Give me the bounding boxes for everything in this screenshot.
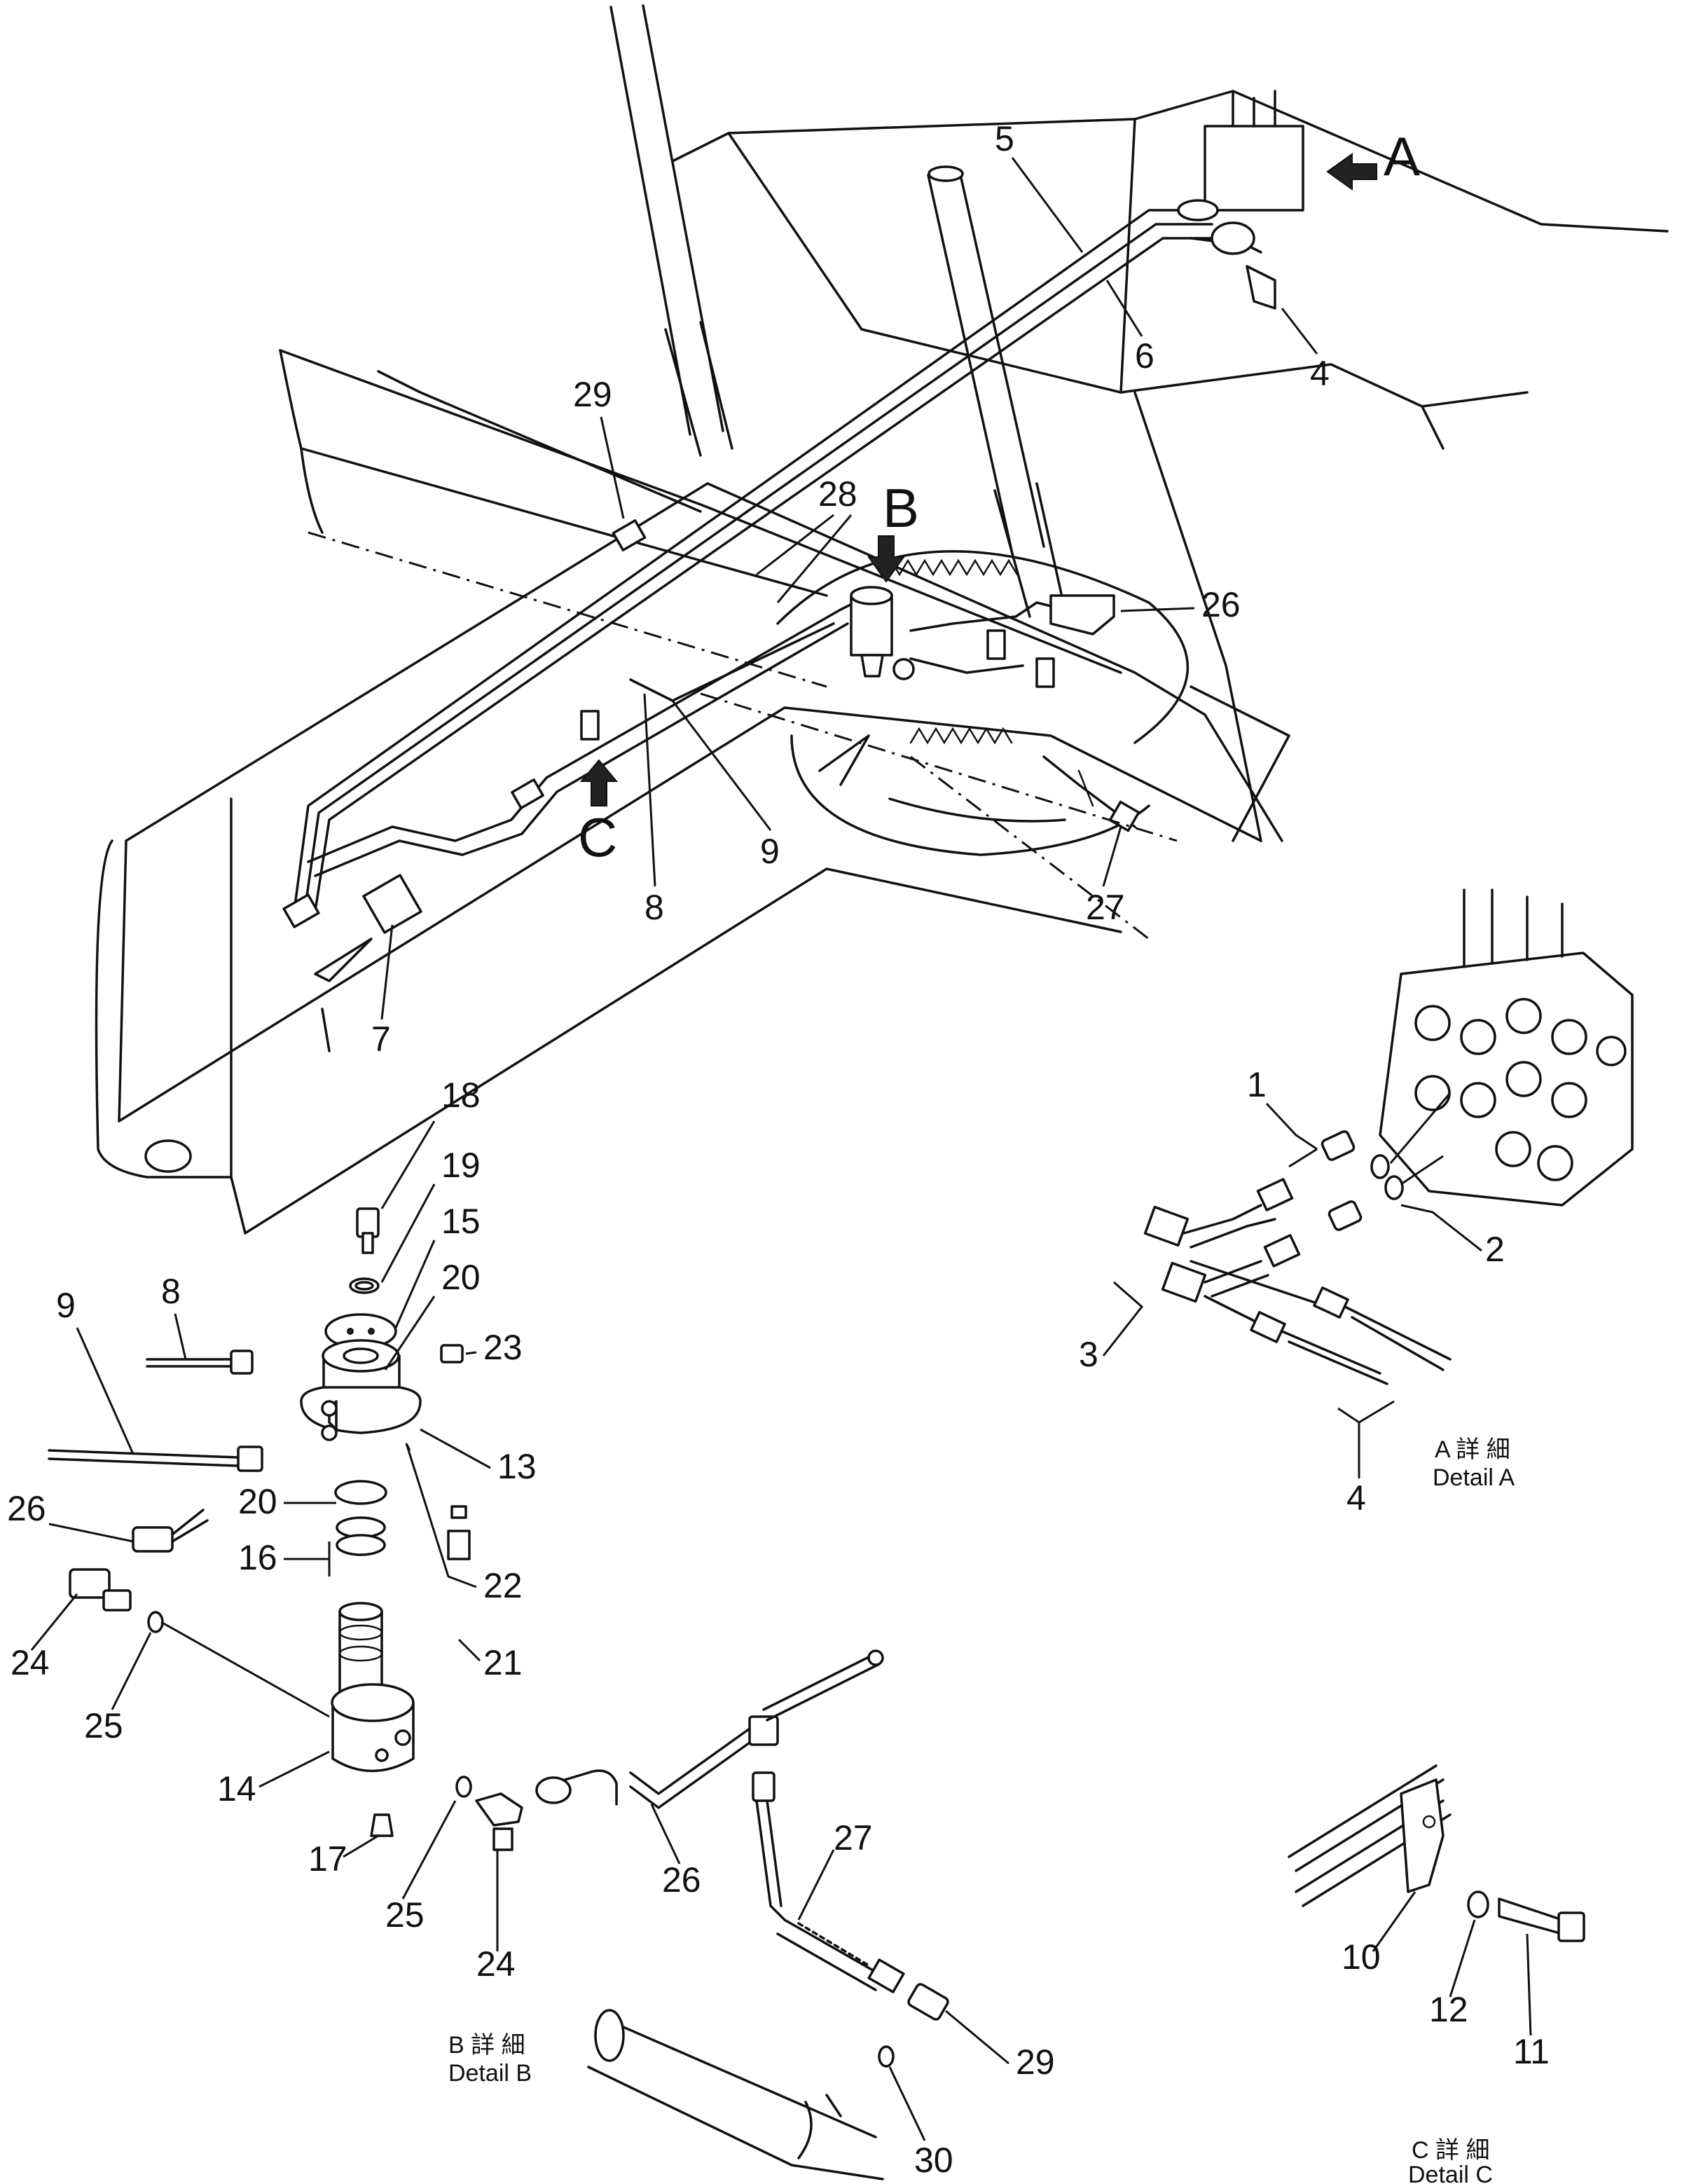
detail-c: 10 12 11 C 詳 細 Detail C <box>1288 1764 1585 2184</box>
callout-label-19: 19 <box>441 1146 481 1185</box>
callout-label-20: 20 <box>238 1482 277 1521</box>
control-valve <box>1177 90 1304 310</box>
callout-label-29: 29 <box>1016 2042 1055 2082</box>
callout-label-16: 16 <box>238 1538 277 1577</box>
callout-label-29: 29 <box>573 375 612 414</box>
lower-cylinder <box>587 2009 884 2180</box>
callout-label-6: 6 <box>1135 336 1154 376</box>
callout-label-5: 5 <box>995 119 1014 158</box>
pipe-clamps <box>282 519 1115 934</box>
center-line-right <box>910 755 1150 940</box>
swivel-exploded <box>300 1207 464 1441</box>
swivel-joint <box>850 586 915 680</box>
callout-label-22: 22 <box>483 1566 523 1605</box>
swivel-pipes-and-fittings <box>48 1349 949 2068</box>
callout-label-8: 8 <box>644 888 664 927</box>
callout-label-9: 9 <box>760 832 780 871</box>
callout-label-26: 26 <box>7 1489 46 1528</box>
machine-frame <box>671 90 1669 842</box>
callout-label-25: 25 <box>385 1895 425 1935</box>
center-line-mid <box>700 692 1178 842</box>
callout-label-24: 24 <box>476 1944 516 1984</box>
callout-label-8: 8 <box>161 1272 181 1311</box>
lower-hose <box>1042 755 1140 832</box>
callout-label-27: 27 <box>1086 888 1125 927</box>
callout-label-23: 23 <box>483 1328 523 1367</box>
detail-a-callouts: 1 2 3 4 A 詳 細 Detail A <box>1079 1065 1515 1518</box>
callout-label-4: 4 <box>1310 354 1330 393</box>
valve-block <box>1379 888 1634 1207</box>
blade <box>279 349 1122 674</box>
callout-label-C: C <box>578 806 617 868</box>
hydraulic-pipes <box>293 209 1262 912</box>
callout-label-18: 18 <box>441 1076 481 1115</box>
right-lift-cylinder <box>927 165 1066 618</box>
callout-label-15: 15 <box>441 1202 481 1241</box>
callout-label-11: 11 <box>1513 2032 1550 2071</box>
callout-label-9: 9 <box>56 1286 76 1325</box>
callout-label-12: 12 <box>1429 1990 1468 2029</box>
main-callouts: 29 28 5 6 4 26 9 8 7 27 <box>371 119 1330 1059</box>
callout-label-7: 7 <box>371 1019 391 1059</box>
callout-label-26: 26 <box>662 1860 701 1900</box>
circle-gear <box>776 550 1190 856</box>
callout-label-3: 3 <box>1079 1335 1098 1374</box>
callout-label-C-詳-細: C 詳 細 <box>1412 2137 1489 2164</box>
callout-label-13: 13 <box>497 1447 537 1486</box>
callout-label-14: 14 <box>217 1769 256 1808</box>
detail-c-callouts: 10 12 11 C 詳 細 Detail C <box>1342 1891 1550 2184</box>
detail-a-pipes <box>1143 1178 1452 1385</box>
callout-label-Detail-A: Detail A <box>1433 1464 1515 1491</box>
clamp-assembly <box>1288 1764 1585 1942</box>
callout-label-25: 25 <box>84 1706 123 1745</box>
callout-label-21: 21 <box>483 1643 523 1682</box>
view-arrow-a: A <box>1326 125 1420 191</box>
callout-label-27: 27 <box>834 1818 873 1857</box>
callout-label-30: 30 <box>914 2141 953 2180</box>
center-line-left <box>308 531 827 688</box>
callout-label-17: 17 <box>308 1839 347 1879</box>
callout-label-A-詳-細: A 詳 細 <box>1435 1436 1510 1463</box>
detail-b-callouts: 18 19 15 20 23 8 9 13 20 22 26 16 21 <box>7 1076 1055 2180</box>
detail-a: 1 2 3 4 A 詳 細 Detail A <box>1079 888 1634 1518</box>
main-assembly-view: A B C 29 28 5 6 4 26 9 8 7 <box>95 4 1669 1235</box>
callout-label-20: 20 <box>441 1258 481 1297</box>
callout-label-Detail-B: Detail B <box>448 2060 532 2087</box>
left-lift-cylinder <box>609 4 733 457</box>
view-arrow-c: C <box>578 759 619 868</box>
swivel-lower <box>331 1480 415 1837</box>
callout-label-B-詳-細: B 詳 細 <box>448 2032 525 2059</box>
callout-label-24: 24 <box>11 1643 50 1682</box>
callout-label-B: B <box>883 477 919 539</box>
callout-label-26: 26 <box>1201 585 1241 624</box>
callout-label-28: 28 <box>818 474 857 514</box>
callout-label-Detail-C: Detail C <box>1408 2162 1493 2184</box>
callout-label-1: 1 <box>1247 1065 1267 1104</box>
callout-label-2: 2 <box>1485 1230 1505 1269</box>
callout-label-10: 10 <box>1342 1937 1381 1977</box>
callout-label-A: A <box>1384 125 1420 187</box>
view-arrow-b: B <box>867 477 919 583</box>
detail-b: 18 19 15 20 23 8 9 13 20 22 26 16 21 <box>7 1076 1055 2180</box>
detail-a-fittings <box>1321 1092 1452 1231</box>
drawbar-beam <box>95 482 1283 1235</box>
callout-label-4: 4 <box>1346 1478 1366 1518</box>
